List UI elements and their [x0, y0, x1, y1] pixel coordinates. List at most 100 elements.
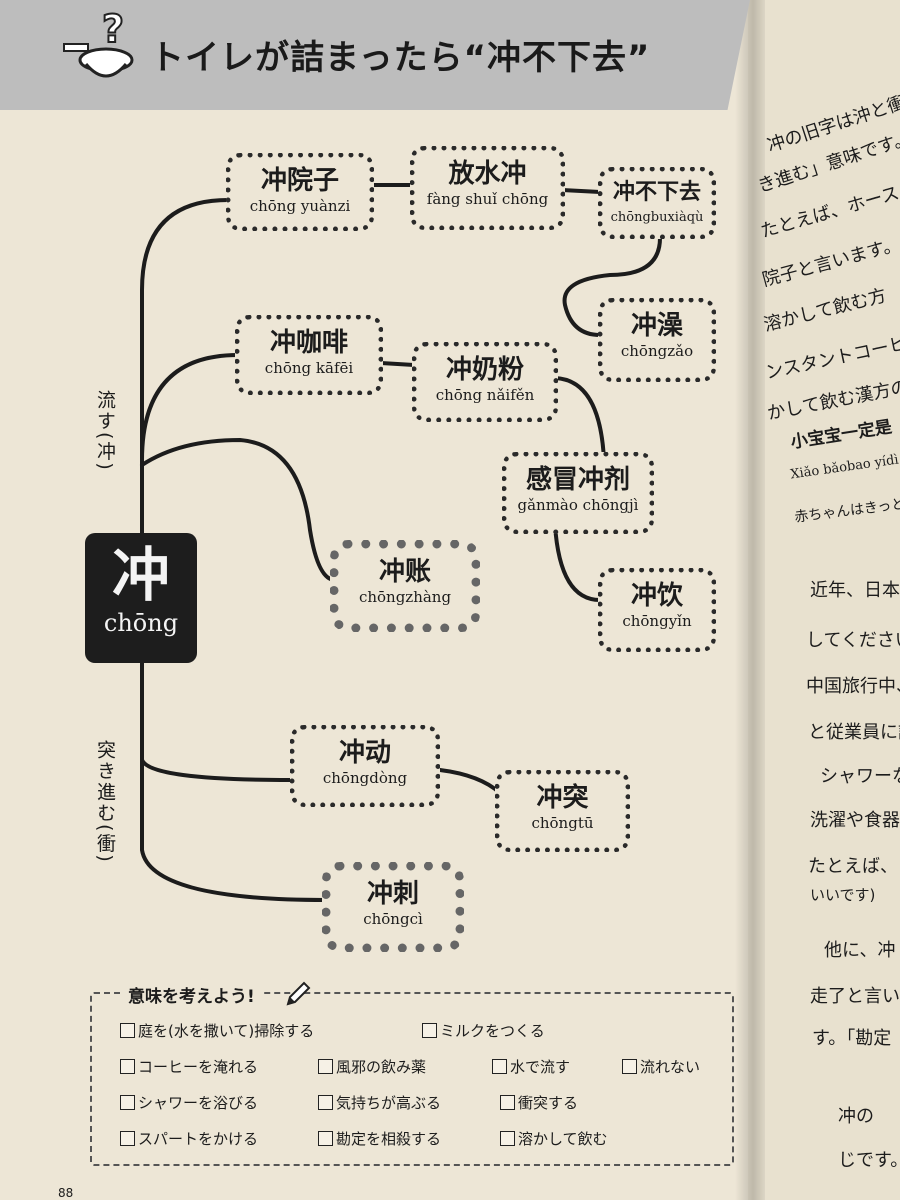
root-node: 冲 chōng	[85, 533, 197, 663]
node-chongci: 冲刺 chōngcì	[322, 862, 464, 952]
quiz-option[interactable]: 気持ちが高ぶる	[318, 1092, 441, 1113]
node-hanzi: 冲奶粉	[445, 355, 524, 385]
right-page: 冲の旧字は沖と衝 き進む」意味です。 たとえば、ホース 院子と言います。 溶かし…	[748, 0, 900, 1200]
node-chongdong: 冲动 chōngdòng	[290, 725, 440, 807]
body-line: と従業員に説	[808, 722, 900, 743]
option-label: 気持ちが高ぶる	[336, 1094, 442, 1112]
node-pinyin: chōng yuànzi	[249, 197, 351, 215]
node-fangshuichong: 放水冲 fàng shuǐ chōng	[410, 146, 565, 230]
quiz-option[interactable]: 風邪の飲み薬	[318, 1056, 426, 1077]
right-line: ンスタントコーヒ	[763, 333, 900, 384]
body-line: 走了と言い	[810, 986, 900, 1007]
node-hanzi: 冲澡	[630, 311, 683, 341]
checkbox[interactable]	[492, 1059, 507, 1074]
branch-label-flow: 流す(冲)	[94, 390, 116, 472]
checkbox[interactable]	[622, 1059, 637, 1074]
checkbox[interactable]	[120, 1023, 135, 1038]
link-root-chongzhang	[140, 437, 337, 582]
body-line: 洗濯や食器	[810, 810, 900, 831]
page-title: トイレが詰まったら“冲不下去”	[150, 38, 651, 78]
checkbox[interactable]	[120, 1059, 135, 1074]
example-pinyin: Xiǎo bǎobao yídì	[789, 452, 900, 483]
body-line: してください	[806, 630, 900, 651]
quiz-option[interactable]: 庭を(水を撒いて)掃除する	[120, 1020, 314, 1041]
right-line: 溶かして飲む方	[761, 285, 889, 336]
node-pinyin: chōng nǎifěn	[435, 386, 535, 404]
option-label: 衝突する	[518, 1094, 579, 1112]
option-label: 溶かして飲む	[518, 1130, 608, 1148]
node-chongzhang: 冲账 chōngzhàng	[330, 540, 480, 632]
node-hanzi: 冲刺	[366, 879, 419, 909]
node-chongbuxiaqu: 冲不下去 chōngbuxiàqù	[598, 167, 716, 239]
node-chongyin: 冲饮 chōngyǐn	[598, 568, 716, 652]
node-pinyin: chōngdòng	[322, 769, 408, 787]
body-line: 近年、日本の	[810, 580, 900, 601]
link-chongdong-chongtu	[438, 768, 502, 795]
tree-links	[140, 183, 662, 902]
link-chongkafei-chongnaifen	[378, 361, 416, 367]
option-label: コーヒーを淹れる	[138, 1058, 259, 1076]
node-pinyin: chōngzhàng	[358, 588, 452, 606]
option-label: 勘定を相殺する	[336, 1130, 442, 1148]
page-number: 88	[58, 1186, 74, 1200]
node-hanzi: 冲咖啡	[269, 328, 348, 358]
quiz-option[interactable]: コーヒーを淹れる	[120, 1056, 258, 1077]
quiz-box: 意味を考えよう! 庭を(水を撒いて)掃除する ミルクをつくる コーヒーを淹れる …	[90, 981, 734, 1166]
node-chongzao: 冲澡 chōngzǎo	[598, 298, 716, 382]
quiz-option[interactable]: 流れない	[622, 1056, 700, 1077]
node-pinyin: chōng kāfēi	[264, 359, 354, 377]
option-label: 水で流す	[510, 1058, 571, 1076]
node-hanzi: 冲院子	[260, 166, 339, 196]
node-hanzi: 冲突	[536, 783, 589, 813]
quiz-option[interactable]: スパートをかける	[120, 1128, 258, 1149]
node-chongyuanzi: 冲院子 chōng yuànzi	[226, 153, 374, 231]
node-hanzi: 冲动	[338, 738, 391, 768]
body-line: 他に、冲	[824, 940, 896, 961]
quiz-option[interactable]: 勘定を相殺する	[318, 1128, 441, 1149]
checkbox[interactable]	[318, 1131, 333, 1146]
node-hanzi: 放水冲	[448, 159, 527, 189]
option-label: スパートをかける	[138, 1130, 259, 1148]
node-ganmaochongji: 感冒冲剂 gǎnmào chōngjì	[502, 452, 654, 534]
node-chongnaifen: 冲奶粉 chōng nǎifěn	[412, 342, 558, 422]
body-line: いいです)	[810, 886, 876, 904]
checkbox[interactable]	[318, 1059, 333, 1074]
quiz-option[interactable]: 溶かして飲む	[500, 1128, 608, 1149]
body-line: 中国旅行中、	[806, 676, 900, 697]
link-ganmaochongji-chongyin	[553, 523, 602, 602]
option-label: 流れない	[640, 1058, 701, 1076]
body-line: じです。	[838, 1150, 900, 1171]
checkbox[interactable]	[422, 1023, 437, 1038]
quiz-option[interactable]: 水で流す	[492, 1056, 570, 1077]
node-hanzi: 冲饮	[630, 581, 683, 611]
checkbox[interactable]	[500, 1095, 515, 1110]
svg-text:?: ?	[102, 8, 124, 51]
link-root-chongyuanzi	[140, 198, 230, 535]
body-line: シャワーな	[820, 766, 900, 787]
pencil-icon	[286, 981, 311, 1006]
checkbox[interactable]	[500, 1131, 515, 1146]
checkbox[interactable]	[120, 1095, 135, 1110]
checkbox[interactable]	[120, 1131, 135, 1146]
node-pinyin: gǎnmào chōngjì	[517, 496, 639, 514]
option-label: シャワーを浴びる	[138, 1094, 259, 1112]
quiz-title: 意味を考えよう!	[120, 982, 263, 1007]
branch-label-rush: 突き進む(衝)	[94, 740, 116, 864]
body-line: す。「勘定	[812, 1028, 892, 1049]
node-hanzi: 感冒冲剂	[525, 465, 630, 495]
link-root-chongci	[140, 758, 327, 902]
checkbox[interactable]	[318, 1095, 333, 1110]
body-line: たとえば、	[808, 856, 898, 877]
option-label: 庭を(水を撒いて)掃除する	[138, 1022, 315, 1040]
quiz-option[interactable]: 衝突する	[500, 1092, 578, 1113]
quiz-option[interactable]: シャワーを浴びる	[120, 1092, 258, 1113]
node-hanzi: 冲账	[378, 557, 431, 587]
quiz-option[interactable]: ミルクをつくる	[422, 1020, 545, 1041]
toilet-question-icon: ?	[63, 8, 134, 78]
example-jp: 赤ちゃんはきっと	[793, 496, 900, 526]
node-pinyin: chōngcì	[363, 910, 423, 928]
link-root-chongdong	[140, 661, 292, 782]
node-pinyin: chōngyǐn	[622, 612, 692, 630]
node-chongkafei: 冲咖啡 chōng kāfēi	[235, 315, 383, 395]
link-root-chongkafei	[140, 353, 240, 462]
